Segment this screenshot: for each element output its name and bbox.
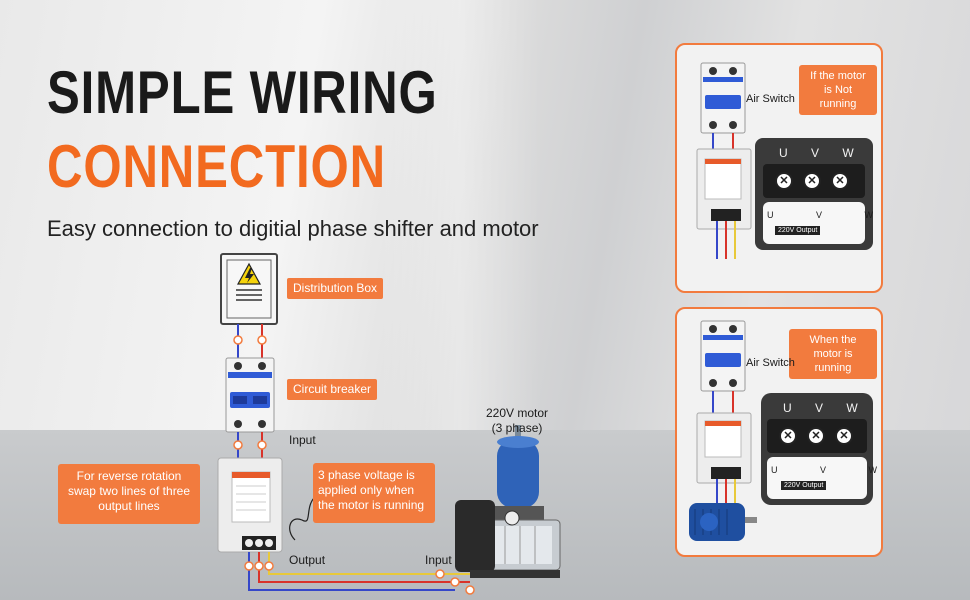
reverse-rotation-note: For reverse rotation swap two lines of t… — [58, 464, 200, 524]
motor-label: 220V motor (3 phase) — [486, 406, 549, 435]
terminal-zoom: U V W ✕ ✕ ✕ 220V Output U V W — [761, 393, 877, 505]
phase-shifter — [217, 457, 283, 553]
screw-terminal-icon: ✕ — [807, 427, 825, 445]
screw-terminal-icon: ✕ — [831, 172, 849, 190]
output-tag: 220V Output — [781, 481, 827, 490]
terminal-letters: U V W — [783, 401, 868, 415]
screw-terminal-icon: ✕ — [779, 427, 797, 445]
terminal-diagram: 220V Output U V W — [767, 457, 877, 499]
air-switch-label: Air Switch — [746, 93, 795, 105]
screw-terminal-icon: ✕ — [803, 172, 821, 190]
input-label-top: Input — [289, 433, 316, 447]
distribution-box — [220, 253, 278, 325]
motor-icon — [689, 503, 757, 541]
output-label: Output — [289, 553, 326, 567]
terminal-zoom: U V W ✕ ✕ ✕ 220V Output U V W — [755, 138, 873, 250]
screw-terminal-icon: ✕ — [835, 427, 853, 445]
terminal-diagram: 220V Output U V W — [763, 202, 873, 244]
warning-lightning-icon — [236, 262, 262, 301]
circuit-breaker-label: Circuit breaker — [287, 379, 378, 400]
title-line-1: SIMPLE WIRING — [47, 59, 438, 126]
screw-terminal-icon: ✕ — [775, 172, 793, 190]
subtitle: Easy connection to digitial phase shifte… — [47, 216, 539, 241]
title-line-2: CONNECTION — [47, 133, 386, 200]
bottom-uvw: U V W — [771, 465, 897, 475]
panel-not-running: If the motor is Not running Air Switch U… — [675, 43, 883, 293]
air-switch-label: Air Switch — [746, 357, 795, 369]
circuit-breaker — [225, 357, 275, 433]
pump-motor-icon — [455, 425, 561, 578]
voltage-note: 3 phase voltage is applied only when the… — [313, 463, 435, 523]
output-tag: 220V Output — [775, 226, 821, 235]
panel-status-note: When the motor is running — [789, 329, 877, 379]
bottom-uvw: U V W — [767, 210, 893, 220]
terminal-letters: U V W — [779, 146, 864, 160]
panel-device-graphic — [689, 320, 757, 541]
input-label-bottom: Input — [425, 553, 452, 567]
panel-status-note: If the motor is Not running — [799, 65, 877, 115]
distribution-box-label: Distribution Box — [287, 278, 384, 299]
panel-running: When the motor is running Air Switch U V… — [675, 307, 883, 557]
wiring-diagram — [217, 253, 561, 595]
panel-device-graphic — [696, 62, 752, 259]
